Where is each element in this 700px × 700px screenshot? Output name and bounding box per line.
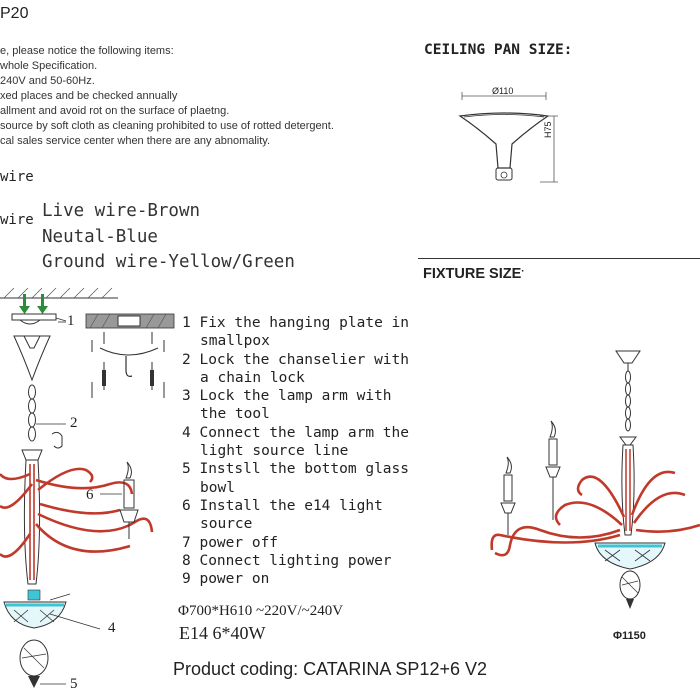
step-4: 4 Connect the lamp arm the xyxy=(182,424,409,441)
step-1: 1 Fix the hanging plate in xyxy=(182,315,409,331)
callout-6: 6 xyxy=(86,487,94,503)
model-fragment: P20 xyxy=(0,5,29,22)
step-7: 7 power off xyxy=(182,534,279,551)
wire-live: Live wire-Brown xyxy=(42,201,201,221)
notice-line: xed places and be checked annually xyxy=(0,90,178,102)
notice-line: source by soft cloth as cleaning prohibi… xyxy=(0,120,334,132)
wiring-colors: Live wire-Brown Neutal-Blue Ground wire-… xyxy=(42,199,295,276)
fixture-drawing xyxy=(490,350,700,609)
ceiling-pan-title: CEILING PAN SIZE: xyxy=(424,42,573,58)
notice-line: cal sales service center when there are … xyxy=(0,135,271,147)
notice-block: e, please notice the following items: wh… xyxy=(0,44,334,149)
step-2: 2 Lock the chanselier with xyxy=(182,351,409,368)
installation-drawing xyxy=(0,287,154,688)
notice-line: whole Specification. xyxy=(0,60,98,72)
wire-label-1: wire xyxy=(0,169,34,185)
callout-1: 1 xyxy=(67,313,75,329)
step-8: 8 Connect lighting power xyxy=(182,552,392,569)
steps-list: 1 Fix the hanging plate in smallpox 2 Lo… xyxy=(182,314,409,588)
fixture-title-text: FIXTURE SIZE xyxy=(423,266,522,282)
fixture-title-mark: · xyxy=(521,266,525,277)
wire-label-2: wire xyxy=(0,212,34,228)
step-2-cont: a chain lock xyxy=(200,369,305,386)
callout-5: 5 xyxy=(70,676,78,692)
divider xyxy=(418,258,700,259)
step-4-cont: light source line xyxy=(200,443,349,460)
ceiling-pan-diameter: Ø110 xyxy=(492,86,514,96)
wire-neutral: Neutal-Blue xyxy=(42,226,158,247)
step-3: 3 Lock the lamp arm with xyxy=(182,388,392,405)
notice-line: allment and avoid rot on the surface of … xyxy=(0,105,230,117)
step-3-cont: the tool xyxy=(200,406,270,423)
wire-ground: Ground wire-Yellow/Green xyxy=(42,252,295,272)
callout-4: 4 xyxy=(108,620,116,636)
steps-diagram xyxy=(85,313,175,398)
step-1-cont: smallpox xyxy=(200,333,270,350)
spec-bulbs: E14 6*40W xyxy=(179,623,266,643)
fixture-title: FIXTURE SIZE· xyxy=(423,266,525,282)
step-9: 9 power on xyxy=(182,571,270,588)
spec-size-voltage: Φ700*H610 ~220V/~240V xyxy=(178,603,344,619)
step-5-cont: bowl xyxy=(200,479,235,496)
notice-line: e, please notice the following items: xyxy=(0,45,174,57)
ceiling-pan-drawing xyxy=(458,92,558,183)
notice-line: 240V and 50-60Hz. xyxy=(0,75,95,87)
product-coding: Product coding: CATARINA SP12+6 V2 xyxy=(173,659,487,679)
step-6: 6 Install the e14 light xyxy=(182,497,383,514)
fixture-diameter: Φ1150 xyxy=(613,630,646,642)
step-5: 5 Instsll the bottom glass xyxy=(182,461,409,478)
callout-2: 2 xyxy=(70,415,78,431)
step-6-cont: source xyxy=(200,516,253,533)
